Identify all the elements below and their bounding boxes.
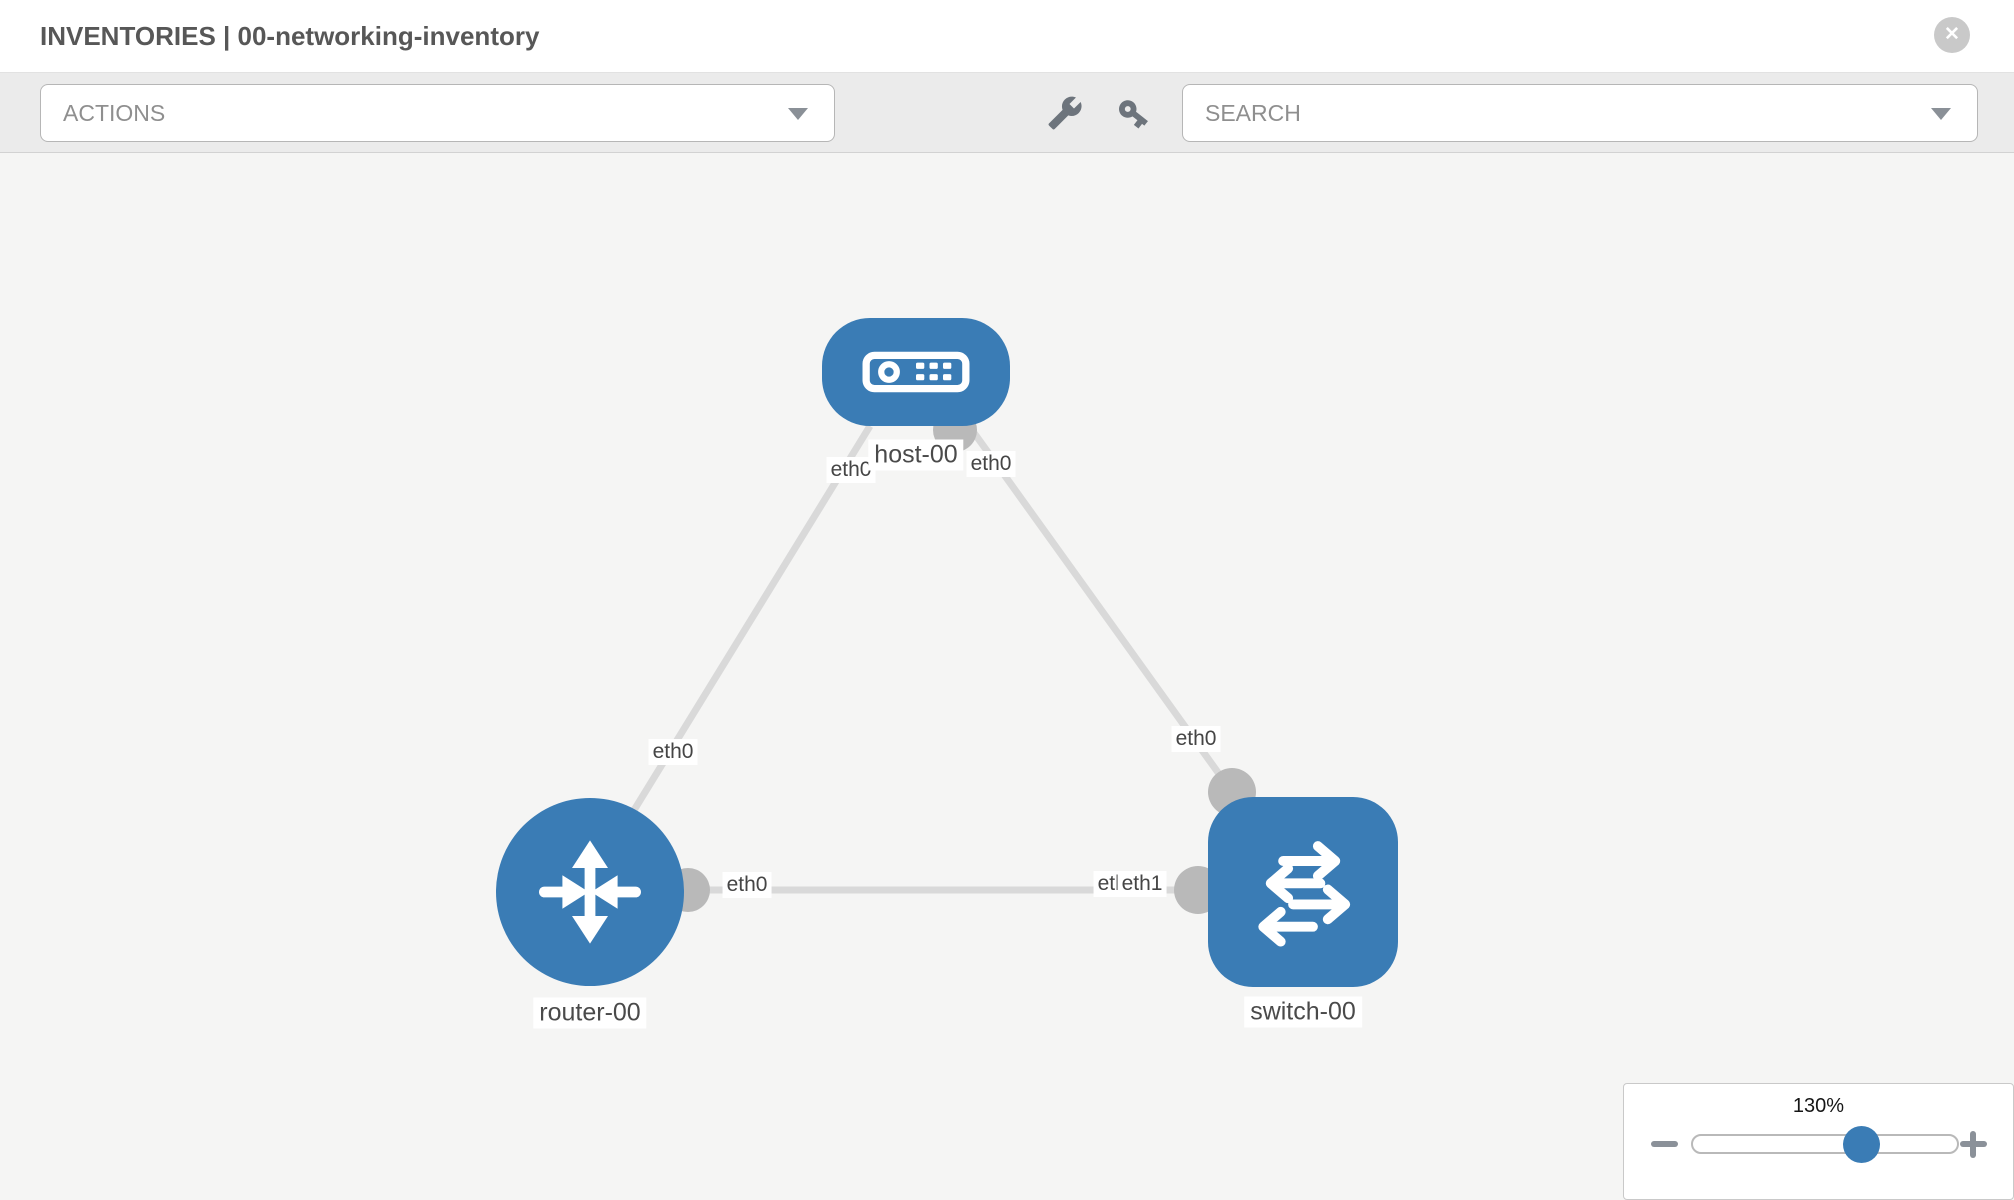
port-label-eth0: eth0: [966, 451, 1016, 477]
port-label-eth1: eth1: [1117, 871, 1167, 897]
key-icon: [1118, 99, 1148, 128]
topology-links-layer: [625, 408, 1256, 914]
zoom-panel: 130%: [1623, 1083, 2014, 1200]
credentials-tool-button[interactable]: [1114, 94, 1152, 132]
node-router-00[interactable]: [496, 798, 684, 986]
search-dropdown[interactable]: SEARCH: [1182, 84, 1978, 142]
node-label-host-00: host-00: [868, 439, 964, 471]
chevron-down-icon: [788, 108, 808, 120]
port-label-eth0: eth0: [1171, 726, 1221, 752]
page-title: INVENTORIES | 00-networking-inventory: [40, 21, 540, 51]
port-label-eth0: eth0: [722, 872, 772, 898]
switch-icon: [1258, 841, 1351, 947]
port-label-eth0: eth0: [648, 739, 698, 765]
plus-icon[interactable]: [1960, 1131, 1987, 1158]
host-icon: [862, 351, 970, 393]
port-label-eth0: eth0: [826, 457, 876, 483]
node-label-switch-00: switch-00: [1244, 996, 1362, 1028]
actions-dropdown-label: ACTIONS: [63, 100, 166, 126]
node-host-00[interactable]: [822, 318, 1010, 426]
zoom-slider[interactable]: [1691, 1125, 1959, 1163]
toolbar: ACTIONS SEARCH: [0, 73, 2014, 153]
chevron-down-icon: [1931, 108, 1951, 120]
topology-canvas[interactable]: host-00 router-00 switch-00 eth0 eth0 eth0 eth…: [0, 153, 2014, 1200]
close-icon[interactable]: ✕: [1934, 17, 1970, 53]
minus-icon[interactable]: [1651, 1141, 1678, 1147]
zoom-level-value: 130%: [1792, 1095, 1845, 1117]
node-label-router-00: router-00: [533, 997, 647, 1029]
router-icon: [539, 840, 641, 944]
actions-dropdown[interactable]: ACTIONS: [40, 84, 835, 142]
configure-tool-button[interactable]: [1046, 94, 1084, 132]
modal-header: INVENTORIES | 00-networking-inventory ✕: [0, 0, 2014, 73]
wrench-icon: [1048, 96, 1082, 130]
search-dropdown-label: SEARCH: [1205, 100, 1301, 126]
node-switch-00[interactable]: [1208, 797, 1398, 987]
zoom-slider-thumb[interactable]: [1843, 1125, 1881, 1163]
